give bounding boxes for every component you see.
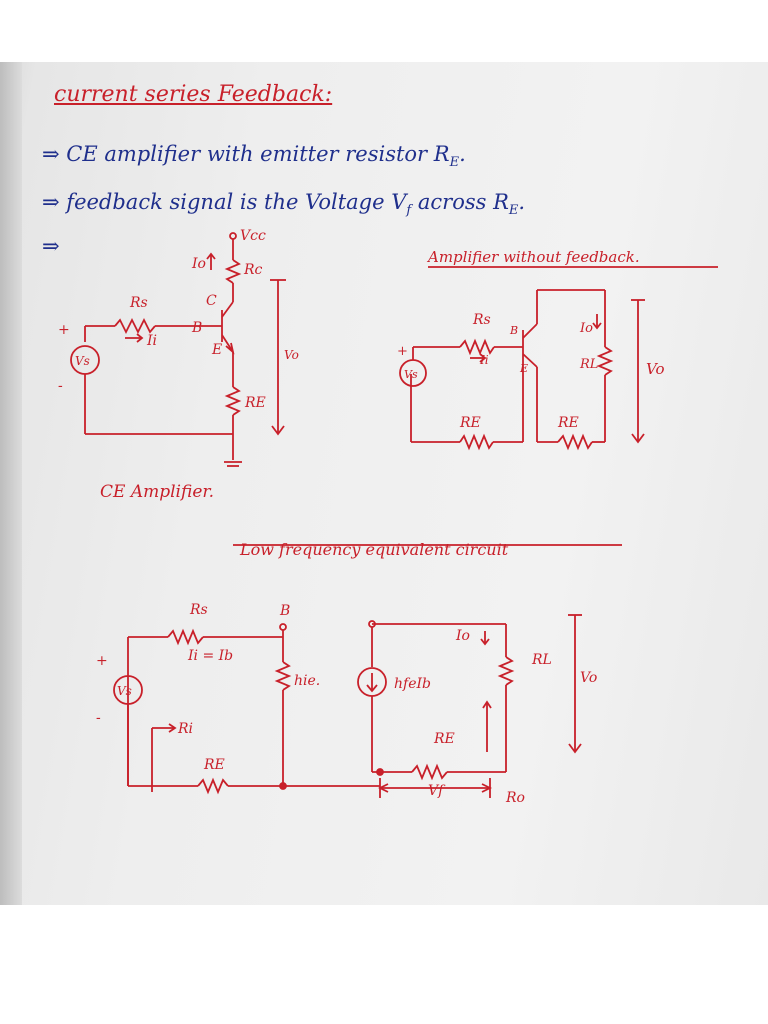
hie-label: hie. [294,673,320,689]
c-label: C [206,293,217,309]
b-label-2: B [509,324,518,337]
ii-label: Ii [146,333,157,349]
notebook-binding [0,62,22,905]
vcc-node [229,232,237,240]
re-left-resistor [459,433,494,451]
vo-label: Vo [284,348,299,362]
bullet-2-text: feedback signal is the Voltage V [66,190,407,214]
re2-label: RE [557,415,579,431]
vs-label: Vs [75,354,90,368]
re-label: RE [244,395,266,411]
vo-label-2: Vo [646,360,665,378]
rc-resistor [224,259,242,284]
bullet-1-subscript: E [449,155,460,171]
page-heading: current series Feedback: [54,82,333,107]
arrow-icon: ⇒ [42,142,60,166]
io-label: Io [191,256,206,272]
vo-label-3: Vo [580,670,597,686]
re-resistor [224,386,242,416]
plus-label-3: + [96,653,108,669]
vcc-label: Vcc [240,228,266,244]
circuit-drawings: Vcc Io Rc Rs Ii C B E Vs + - Vo RE CE Am… [58,228,718,806]
rs-resistor [114,317,156,335]
re-left-resistor-2 [197,777,229,795]
hie-resistor [274,661,292,691]
rc-label: Rc [243,262,263,278]
minus-label-3: - [96,710,101,726]
bullet-2-subscript: f [406,203,412,219]
ii-label-2: Ii [479,353,489,367]
bullet-2: ⇒ feedback signal is the Voltage Vf acro… [42,190,526,219]
bullet-2-subscript-b: E [508,203,519,219]
ri-label: Ri [177,721,193,737]
b-label-3: B [279,603,290,619]
re-right-resistor-2 [411,763,448,781]
re-right-resistor [557,433,593,451]
rs-label-3: Rs [189,602,208,618]
bullet-1: ⇒ CE amplifier with emitter resistor RE. [42,142,466,171]
arrow-icon: ⇒ [42,190,60,214]
re1-label: RE [459,415,481,431]
minus-label: - [58,378,63,394]
notebook-page: current series Feedback: ⇒ CE amplifier … [0,62,768,905]
ii-ib-label: Ii = Ib [187,648,233,664]
plus-label: + [58,322,70,338]
plus-label-2: + [397,344,408,359]
re-left-label-3: RE [203,757,225,773]
ce-amp-caption: CE Amplifier. [100,482,214,502]
rl-label-2: RL [579,357,598,372]
ro-label: Ro [505,790,525,806]
bullet-1-text: CE amplifier with emitter resistor R [66,142,450,166]
e-label: E [211,342,222,358]
rs-resistor-2 [167,628,204,646]
vf-label: Vf [428,783,446,799]
rl-resistor-2 [497,656,515,686]
amp-without-feedback-circuit [399,289,645,451]
hfe-label: hfeIb [394,676,431,692]
rs-label: Rs [129,295,148,311]
re-right-label-3: RE [433,731,455,747]
low-frequency-equivalent-circuit [113,614,582,798]
rl-resistor [596,346,614,376]
low-freq-title: Low frequency equivalent circuit [239,540,509,559]
bullet-2-text-b: across R [417,190,509,214]
bullet-3-arrow: ⇒ [42,234,60,258]
amp-without-feedback-title: Amplifier without feedback. [426,248,640,266]
io-label-2: Io [579,321,593,336]
e-label-2: E [519,362,528,375]
vs-label-2: Vs [404,368,418,381]
ce-amplifier-circuit [70,232,286,467]
rs-label-2: Rs [472,312,491,328]
b-label: B [191,320,202,336]
rl-label-3: RL [531,652,552,668]
io-label-3: Io [455,628,470,644]
vs-label-3: Vs [117,684,132,698]
